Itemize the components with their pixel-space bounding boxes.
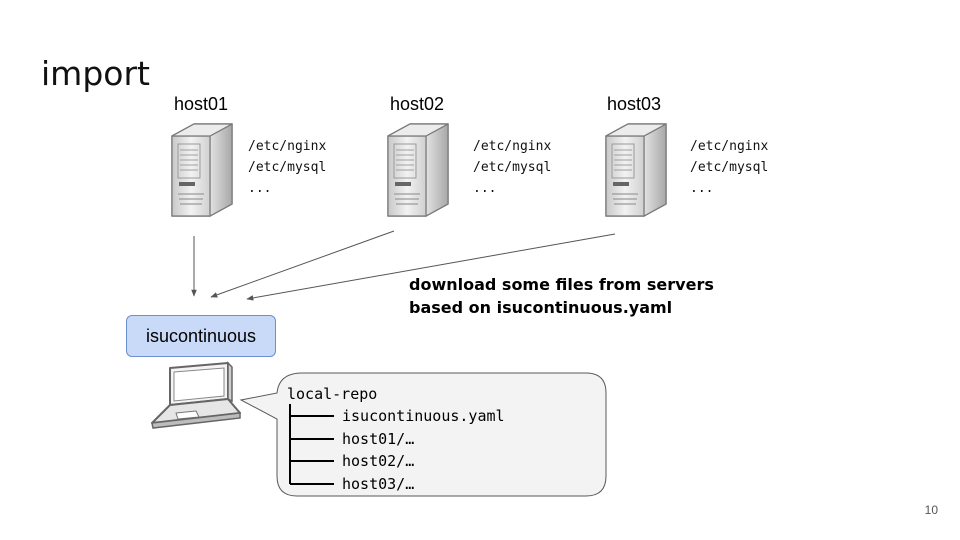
path-list-host02: /etc/nginx /etc/mysql ... <box>473 136 551 199</box>
repo-tree-lines <box>289 404 334 485</box>
repo-entry: host01/… <box>342 430 415 448</box>
path-item: ... <box>473 181 497 196</box>
server-icon-host01 <box>171 123 233 217</box>
path-item: /etc/mysql <box>248 160 327 175</box>
repo-callout <box>239 372 607 497</box>
path-item: /etc/mysql <box>473 160 552 175</box>
host-label-host02: host02 <box>390 94 445 114</box>
path-list-host01: /etc/nginx /etc/mysql ... <box>248 136 326 199</box>
laptop-icon <box>151 361 241 429</box>
server-icon-host02 <box>387 123 449 217</box>
arrow-host02 <box>210 230 395 298</box>
caption-line-1: download some files from servers <box>409 275 714 294</box>
path-list-host03: /etc/nginx /etc/mysql ... <box>690 136 768 199</box>
path-item: /etc/nginx <box>473 139 552 154</box>
repo-root-label: local-repo <box>287 385 378 403</box>
slide-title: import <box>41 54 150 93</box>
isucontinuous-box: isucontinuous <box>126 315 276 357</box>
repo-entry: host02/… <box>342 452 415 470</box>
host-label-host01: host01 <box>174 94 229 114</box>
caption-line-2: based on isucontinuous.yaml <box>409 298 673 317</box>
server-icon-host03 <box>605 123 667 217</box>
path-item: ... <box>248 181 272 196</box>
path-item: /etc/nginx <box>690 139 769 154</box>
repo-entry: host03/… <box>342 475 415 493</box>
path-item: /etc/mysql <box>690 160 769 175</box>
download-caption: download some files from servers based o… <box>409 273 714 319</box>
arrow-host03 <box>246 233 616 301</box>
host-label-host03: host03 <box>607 94 662 114</box>
page-number: 10 <box>924 503 938 517</box>
path-item: /etc/nginx <box>248 139 327 154</box>
repo-entry: isucontinuous.yaml <box>342 407 505 425</box>
path-item: ... <box>690 181 714 196</box>
